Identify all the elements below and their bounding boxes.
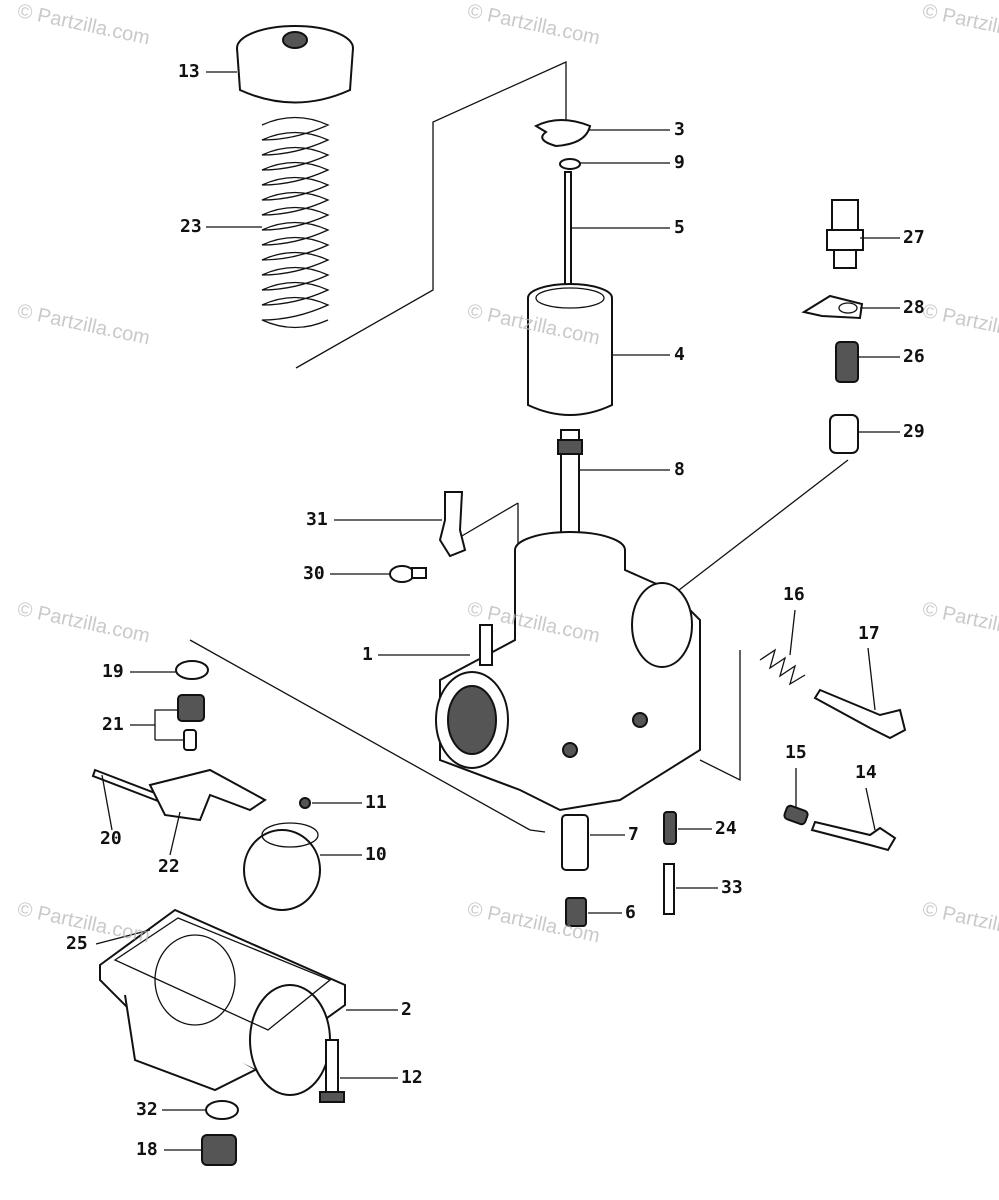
callout-16: 16 (783, 584, 805, 605)
callout-14: 14 (855, 762, 877, 783)
part-26-spring (835, 341, 859, 383)
callout-20: 20 (100, 828, 122, 849)
part-19-oring (175, 660, 209, 680)
callout-2: 2 (401, 999, 412, 1020)
callout-6: 6 (625, 902, 636, 923)
callout-7: 7 (628, 824, 639, 845)
part-2-bowl (99, 908, 346, 1096)
callout-21: 21 (102, 714, 124, 735)
part-30-screw (389, 565, 427, 583)
part-28-gasket (801, 294, 864, 320)
part-16-spring (759, 648, 806, 686)
part-17-screw (813, 688, 907, 740)
callout-28: 28 (903, 297, 925, 318)
part-3-plate (533, 119, 592, 148)
part-32-oring (205, 1100, 239, 1120)
part-9-clip (559, 158, 581, 170)
callout-11: 11 (365, 792, 387, 813)
callout-13: 13 (178, 61, 200, 82)
part-31-bracket (438, 491, 467, 558)
part-29-plunger (829, 414, 859, 454)
callout-17: 17 (858, 623, 880, 644)
callout-15: 15 (785, 742, 807, 763)
part-8-needle-jet (557, 429, 583, 541)
callout-19: 19 (102, 661, 124, 682)
part-13-cap (236, 25, 354, 104)
part-15-spring (783, 804, 809, 826)
part-5-needle (564, 171, 572, 303)
callout-9: 9 (674, 152, 685, 173)
callout-26: 26 (903, 346, 925, 367)
callout-24: 24 (715, 818, 737, 839)
callout-1: 1 (362, 644, 373, 665)
callout-18: 18 (136, 1139, 158, 1160)
callout-23: 23 (180, 216, 202, 237)
part-1-body (435, 531, 701, 812)
part-33-tube (663, 863, 675, 915)
callout-32: 32 (136, 1099, 158, 1120)
callout-5: 5 (674, 217, 685, 238)
part-22-arm (148, 768, 267, 822)
callout-31: 31 (306, 509, 328, 530)
callout-27: 27 (903, 227, 925, 248)
callout-3: 3 (674, 119, 685, 140)
callout-8: 8 (674, 459, 685, 480)
callout-10: 10 (365, 844, 387, 865)
part-23-spring (261, 116, 330, 329)
callout-33: 33 (721, 877, 743, 898)
part-12-screw (319, 1039, 345, 1103)
part-11-pin (299, 797, 311, 809)
part-10-float (243, 822, 321, 911)
callout-25: 25 (66, 933, 88, 954)
part-6-jet (565, 897, 587, 927)
callout-22: 22 (158, 856, 180, 877)
callout-30: 30 (303, 563, 325, 584)
part-27-fitting (826, 199, 864, 269)
part-4-slide (527, 283, 613, 416)
callout-12: 12 (401, 1067, 423, 1088)
part-21-valve (177, 694, 205, 751)
part-14-screw (810, 820, 897, 852)
part-18-plug (201, 1134, 237, 1166)
part-25-gasket (113, 917, 332, 1031)
callout-29: 29 (903, 421, 925, 442)
part-24-jet (663, 811, 677, 845)
leader-lines (95, 71, 900, 1151)
part-7-holder (561, 814, 589, 871)
callout-4: 4 (674, 344, 685, 365)
